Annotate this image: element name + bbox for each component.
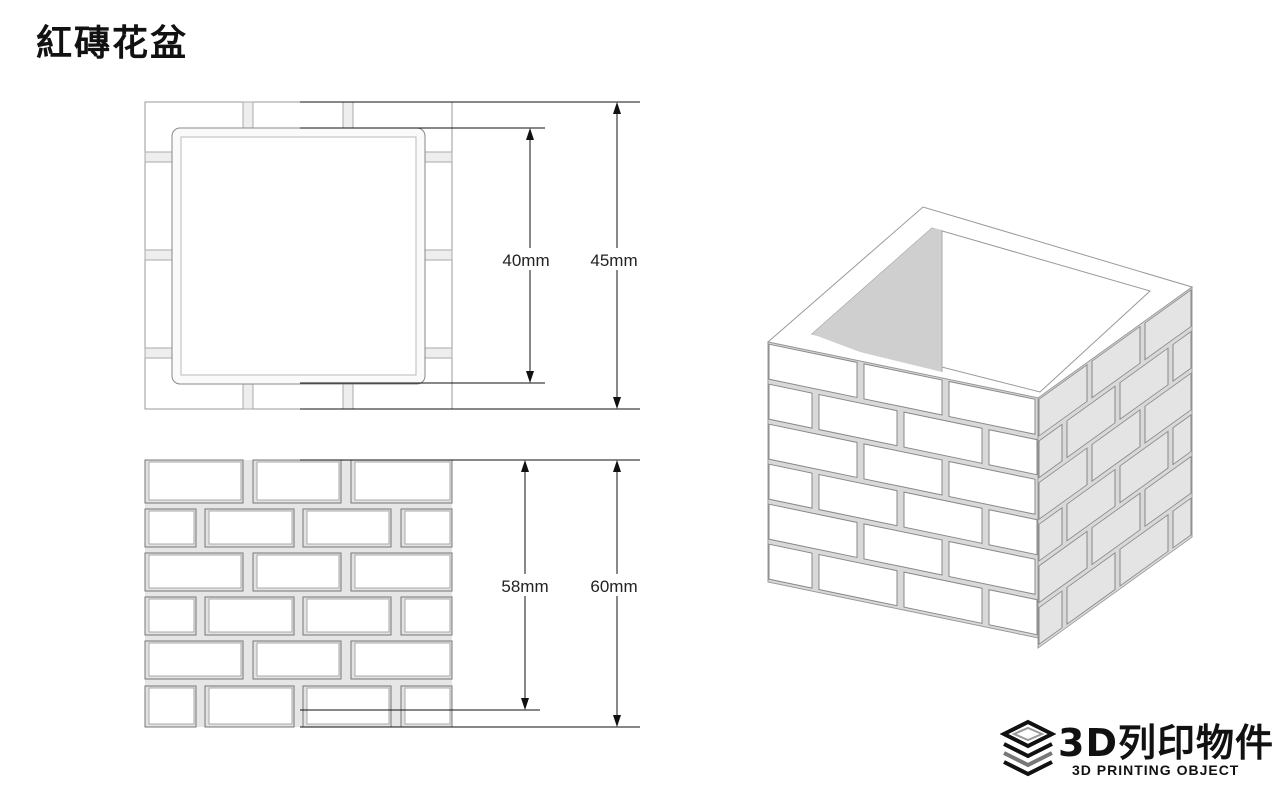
iso-brick [988,589,1038,636]
iso-inner-wall-shadow [812,228,942,372]
iso-brick [1038,363,1088,437]
brand-logo: 3D列印物件 3D PRINTING OBJECT [1000,716,1273,780]
brick-tab [242,383,254,410]
dim-label-58mm: 58mm [501,577,548,596]
brick [148,554,242,589]
iso-brick [818,393,898,447]
iso-brick [1038,423,1063,479]
iso-brick [863,443,943,496]
brick [256,554,340,589]
brick [148,642,242,677]
brick [404,598,451,633]
dim-label-40mm: 40mm [502,251,549,270]
brick-tab [144,347,173,359]
brick [404,510,451,545]
iso-brick [903,411,983,464]
iso-brick [1066,552,1116,625]
page-title: 紅磚花盆 [36,23,189,64]
brick [208,687,293,725]
iso-brick [1119,430,1169,504]
iso-brick [863,363,943,416]
iso-brick [1172,413,1192,466]
brick [208,510,293,545]
iso-brick [1144,455,1192,528]
iso-left-face [767,341,1039,639]
iso-brick [1038,506,1063,562]
dim-label-45mm: 45mm [590,251,637,270]
iso-brick [818,553,898,607]
brick-tab [424,249,453,261]
iso-brick [948,460,1036,515]
iso-brick [1091,409,1141,482]
iso-brick [863,523,943,576]
brick [256,461,340,501]
brick-tab [144,249,173,261]
brick-tab [242,101,254,129]
iso-brick [948,540,1036,595]
brick [256,642,340,677]
iso-brick [988,509,1038,556]
iso-brick [903,491,983,544]
iso-brick [1066,468,1116,542]
top-view [144,101,453,410]
iso-brick [1038,590,1063,646]
dim-label-60mm: 60mm [590,577,637,596]
brick-tab [424,151,453,163]
dimension-labels: 40mm 45mm 58mm 60mm [490,248,648,596]
brick [306,510,390,545]
isometric-view [766,206,1194,649]
brick-tab [424,347,453,359]
iso-brick [768,463,813,509]
iso-brick [768,383,813,429]
top-view-opening [180,136,417,376]
iso-brick [818,473,898,527]
brick [354,461,451,501]
iso-brick [768,423,858,479]
top-view-tabs [144,101,453,410]
iso-brick [1172,330,1192,382]
iso-brick [1038,530,1088,604]
iso-brick [1066,385,1116,459]
brick [306,598,390,633]
iso-brick [1119,513,1169,587]
iso-brick [988,429,1038,476]
front-view-mortar [145,460,452,727]
brick [306,687,390,725]
iso-brick [1091,492,1141,566]
iso-brick [768,543,813,589]
brick [354,554,451,589]
brick [148,687,195,725]
logo-title: 3D列印物件 [1058,721,1274,765]
iso-brick [903,571,983,624]
iso-brick [1172,497,1192,549]
brick [148,510,195,545]
brick [208,598,293,633]
front-view [144,459,453,728]
layers-logo-icon [1000,719,1056,777]
brick-tab [342,101,354,129]
logo-subtitle: 3D PRINTING OBJECT [1072,762,1240,778]
iso-brick [1119,347,1169,421]
brick [354,642,451,677]
iso-brick [1091,325,1141,399]
brick-tab [144,151,173,163]
iso-right-face [1037,286,1193,649]
iso-brick [1038,447,1088,521]
brick [148,598,195,633]
brick [148,461,242,501]
iso-brick [768,343,858,399]
dimension-arrows [521,102,621,727]
iso-brick [1144,288,1192,361]
brick-tab [342,383,354,410]
brick [404,687,451,725]
iso-brick [948,380,1036,435]
iso-brick [768,503,858,559]
iso-brick [1144,372,1192,444]
